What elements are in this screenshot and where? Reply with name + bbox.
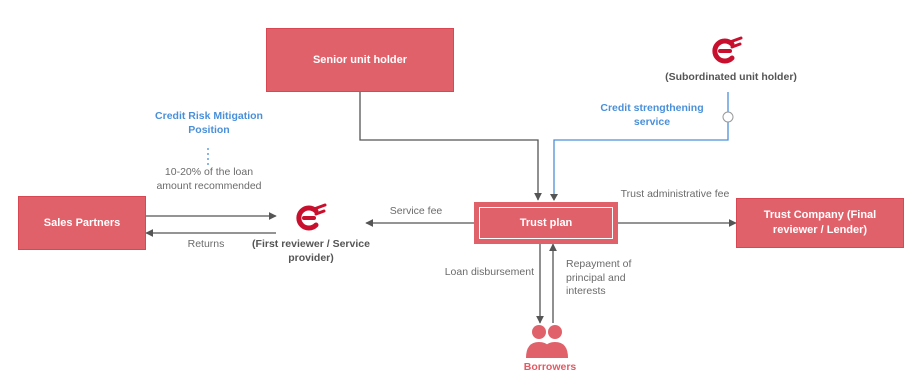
senior-unit-holder-box: Senior unit holder: [266, 28, 454, 92]
senior-to-trust-arrow: [359, 92, 542, 201]
trust-admin-fee-label: Trust administrative fee: [620, 188, 730, 200]
first-reviewer-label: (First reviewer / Service provider): [252, 238, 370, 264]
trust-plan-box: Trust plan: [474, 202, 618, 244]
senior-unit-holder-label: Senior unit holder: [312, 53, 408, 66]
loan-percentage-label: 10-20% of the loan amount recommended: [156, 166, 262, 192]
repayment-label: Repayment of principal and interests: [566, 258, 632, 298]
subordinated-arrowhead: [550, 194, 558, 201]
people-icon: [526, 325, 568, 358]
returns-label: Returns: [187, 238, 225, 250]
trust-company-box: Trust Company (Final reviewer / Lender): [736, 198, 904, 248]
service-fee-label: Service fee: [389, 205, 443, 217]
credit-risk-label: Credit Risk Mitigation Position: [155, 110, 263, 136]
loan-disbursement-label: Loan disbursement: [444, 266, 534, 278]
borrowers-label: Borrowers: [523, 361, 577, 373]
brand-logo-icon: [296, 203, 327, 231]
connector-node: [722, 111, 734, 123]
sales-partners-label: Sales Partners: [43, 216, 121, 229]
trust-plan-label: Trust plan: [519, 216, 573, 229]
sales-partners-box: Sales Partners: [18, 196, 146, 250]
credit-strengthening-label: Credit strengthening service: [600, 102, 704, 128]
brand-logo-icon: [712, 36, 743, 64]
trust-company-label: Trust Company (Final reviewer / Lender): [763, 209, 877, 236]
subordinated-unit-holder-label: (Subordinated unit holder): [665, 71, 797, 83]
